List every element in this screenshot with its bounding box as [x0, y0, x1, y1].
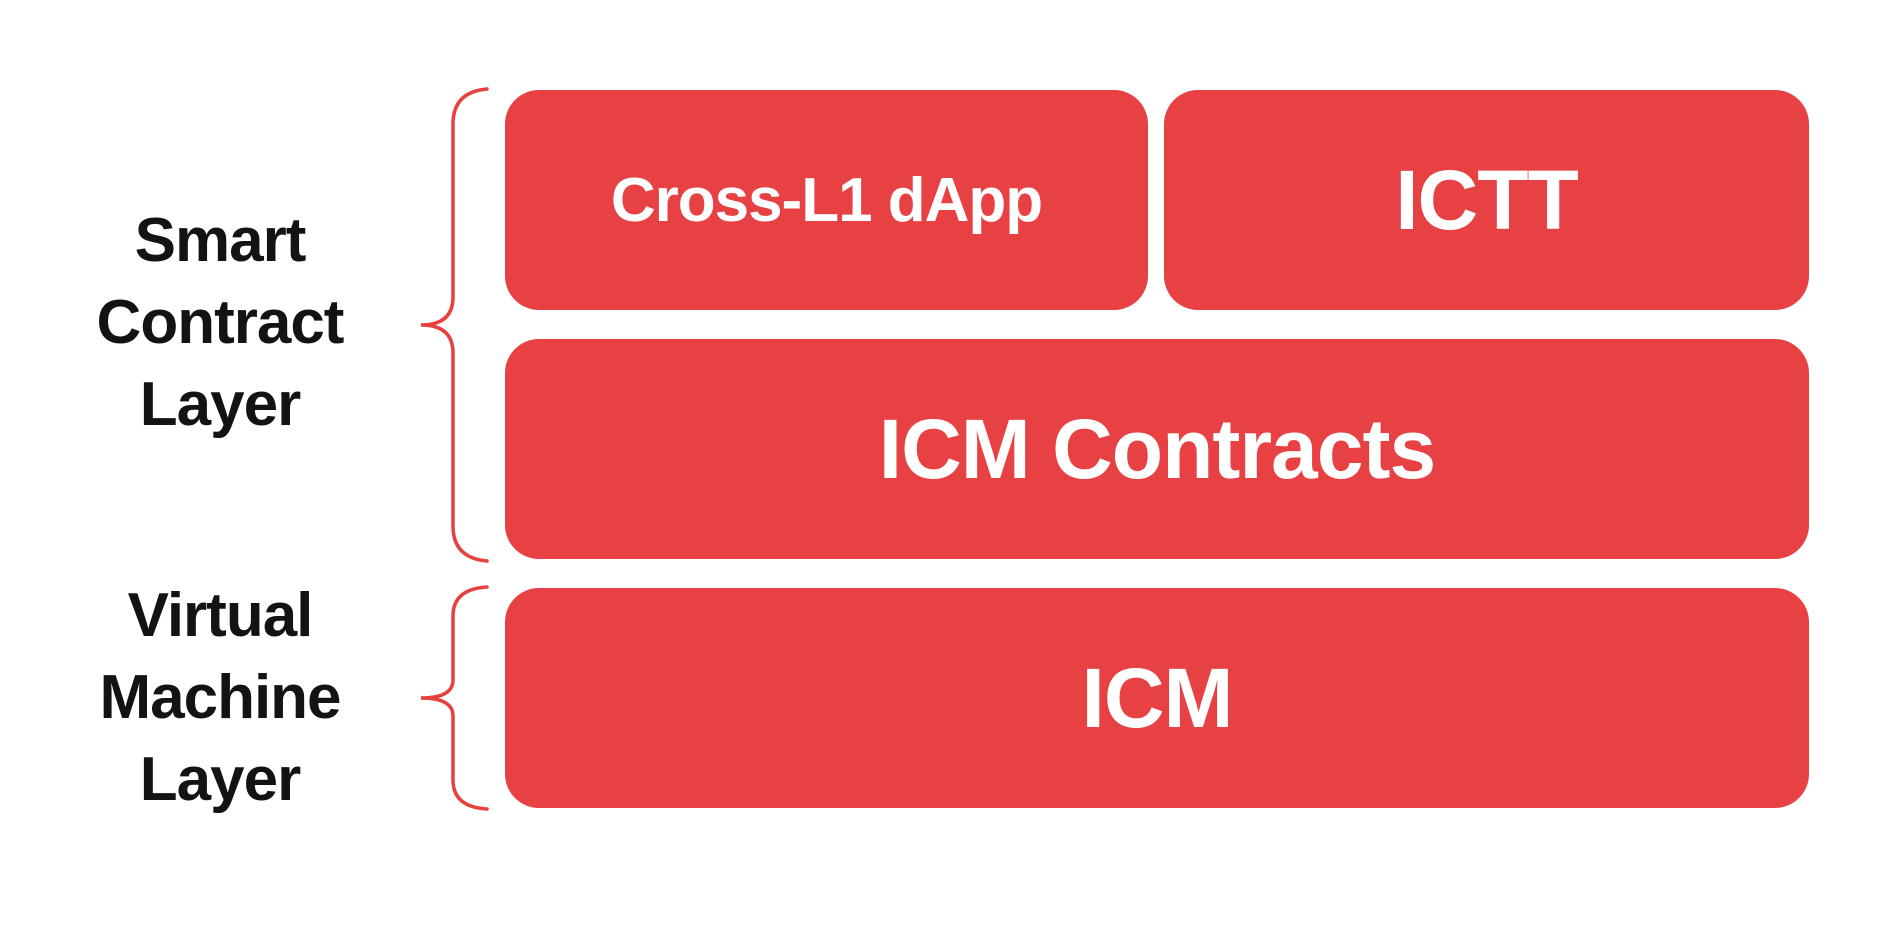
label-line: Machine — [99, 663, 341, 732]
box-cross-l1-dapp: Cross-L1 dApp — [505, 90, 1148, 310]
box-icm-label: ICM — [1081, 650, 1234, 745]
box-cross-l1-dapp-label: Cross-L1 dApp — [610, 165, 1043, 235]
label-smart-contract-layer: Smart Contract Layer — [20, 200, 420, 446]
box-ictt-label: ICTT — [1395, 152, 1579, 247]
label-line: Layer — [139, 745, 301, 814]
box-icm-contracts: ICM Contracts — [505, 339, 1809, 559]
curly-brace-icon — [420, 585, 489, 811]
box-icm-contracts-label: ICM Contracts — [878, 401, 1436, 496]
curly-brace-icon — [420, 87, 489, 563]
label-line: Smart — [134, 206, 307, 275]
label-line: Contract — [96, 288, 345, 357]
label-line: Virtual — [127, 581, 314, 650]
label-line: Layer — [139, 370, 301, 439]
box-icm: ICM — [505, 588, 1809, 808]
label-virtual-machine-layer: Virtual Machine Layer — [20, 575, 420, 821]
box-ictt: ICTT — [1164, 90, 1809, 310]
